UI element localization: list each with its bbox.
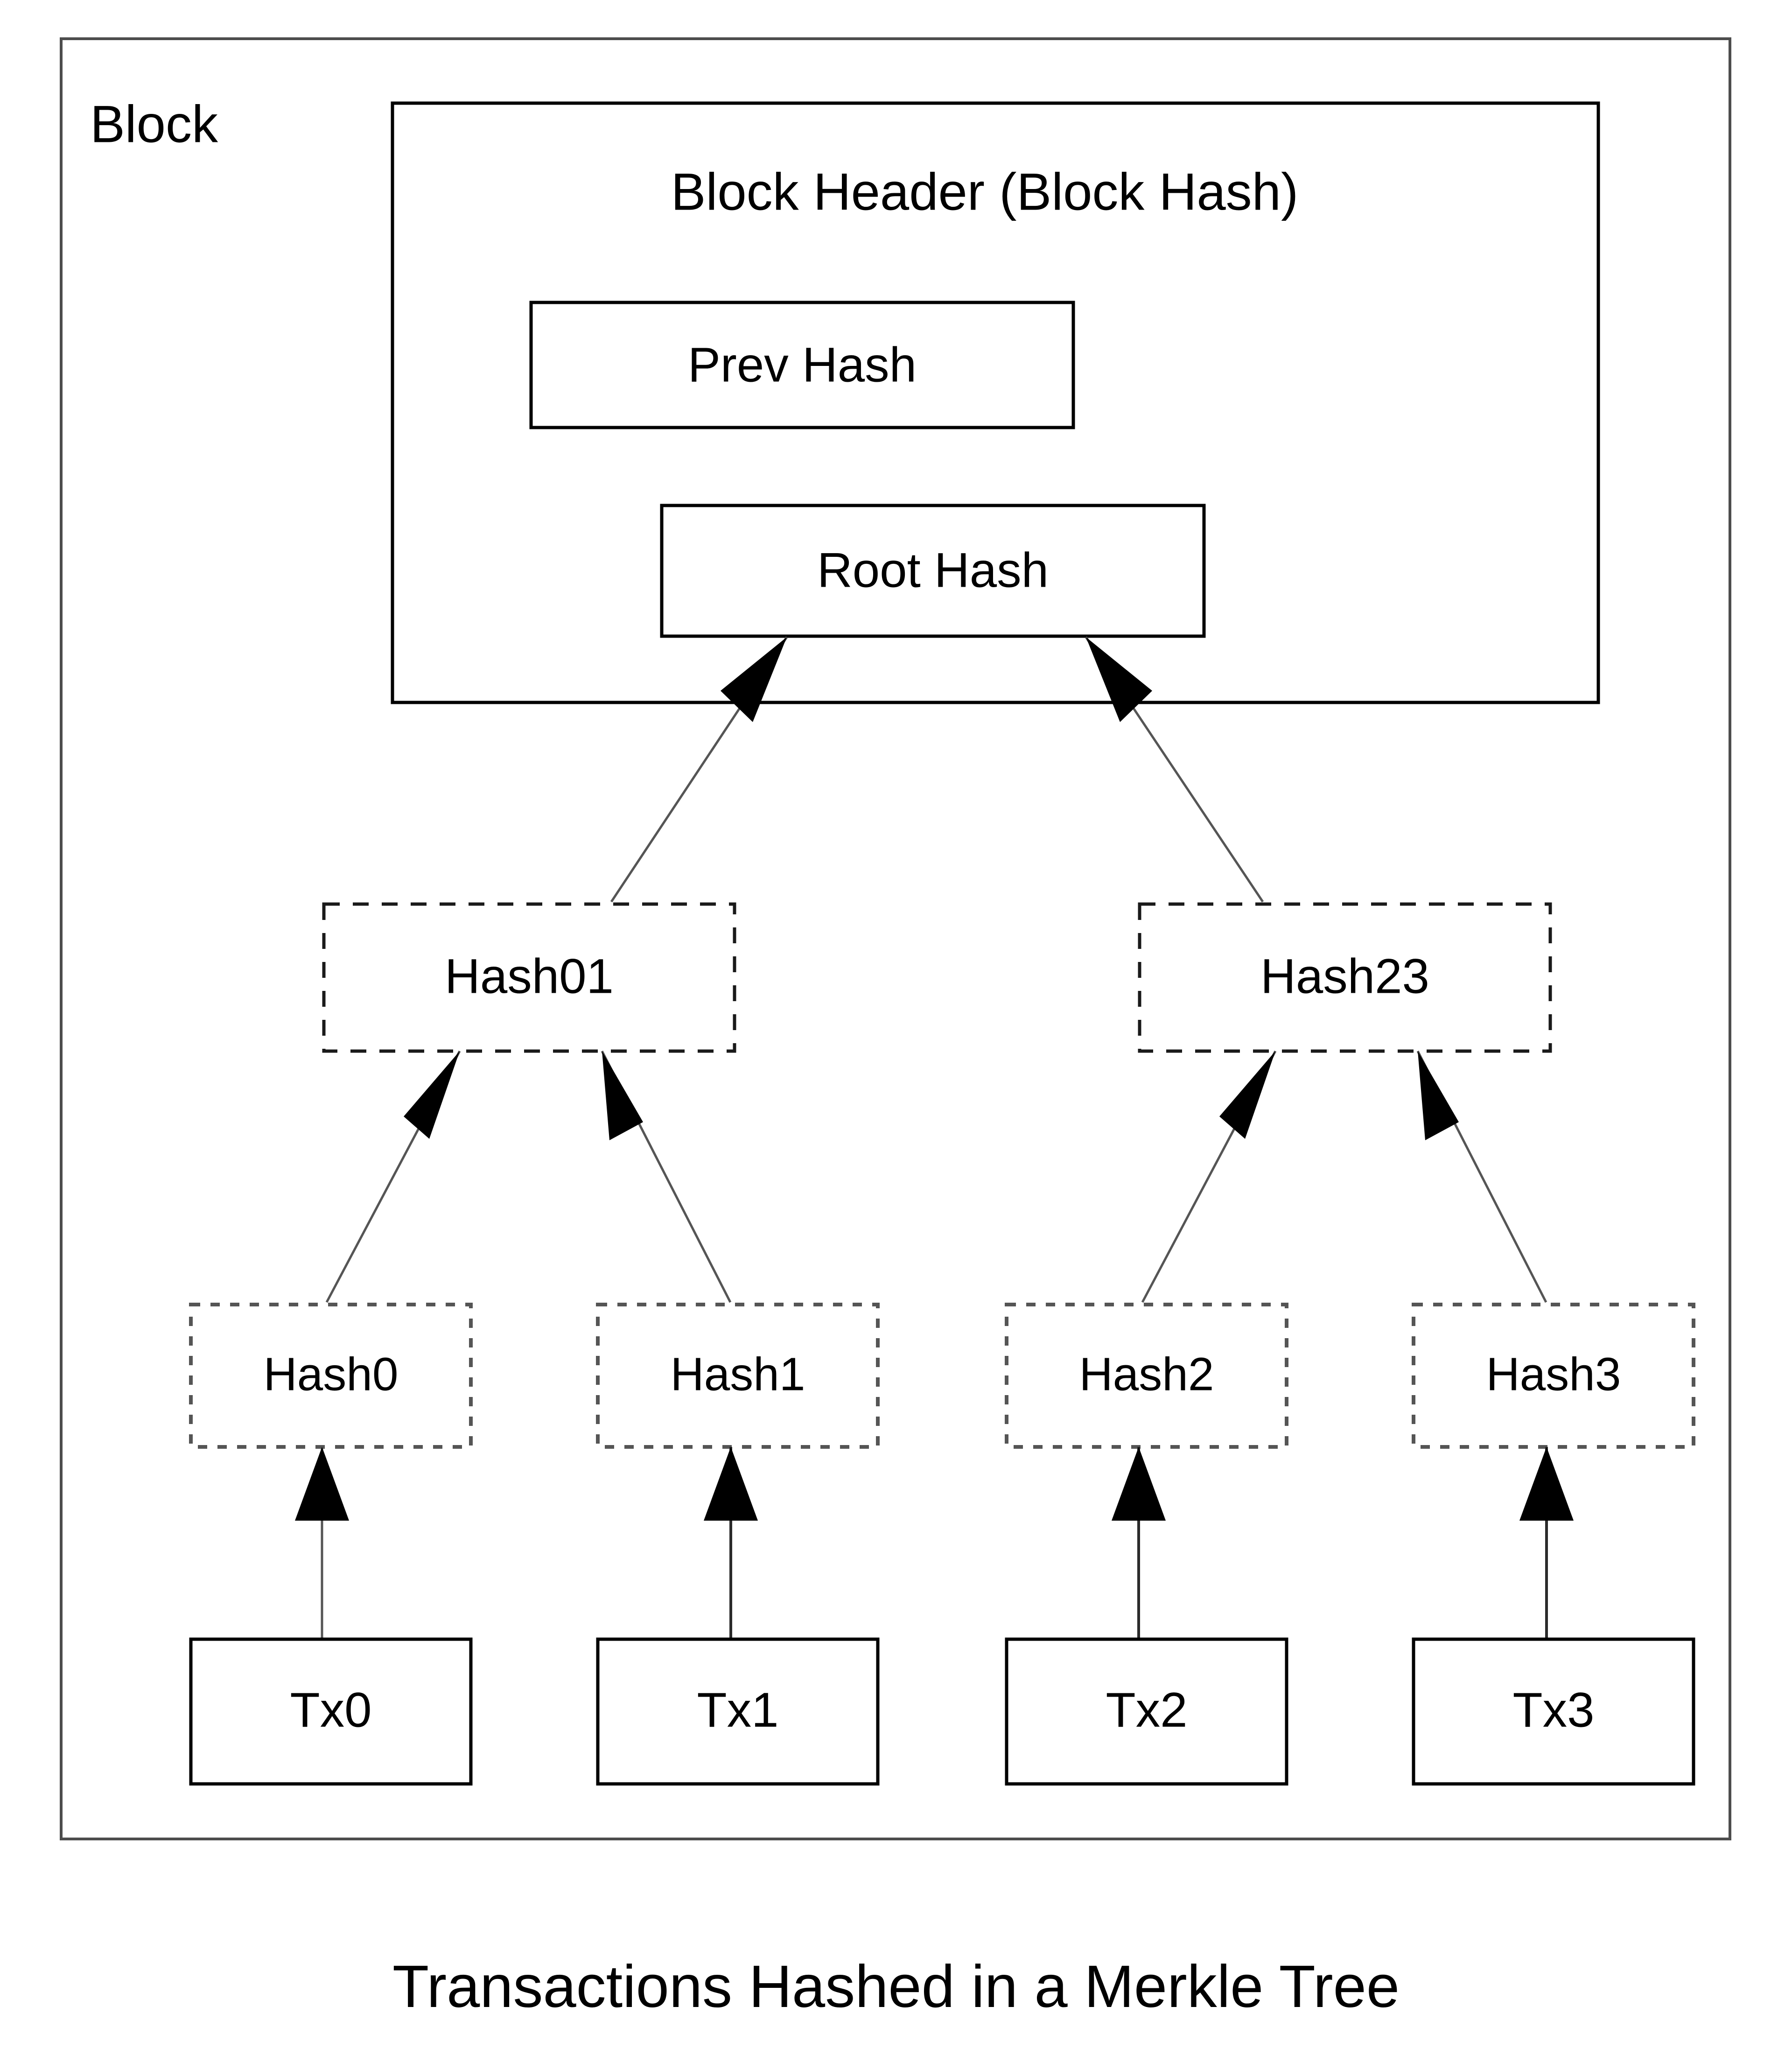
tx1-label: Tx1: [697, 1683, 778, 1738]
hash0-label: Hash0: [263, 1348, 398, 1400]
block-header-title: Block Header (Block Hash): [671, 163, 1299, 221]
tx1-box: [596, 1637, 880, 1786]
edge-hash3-to-hash23: [1416, 1050, 1547, 1303]
hash23-label: Hash23: [1260, 949, 1429, 1004]
edge-tx3-to-hash3: [1519, 1447, 1574, 1639]
tx3-label: Tx3: [1512, 1683, 1594, 1738]
edge-hash23-to-root: [1085, 636, 1264, 903]
edge-tx0-to-hash0: [295, 1447, 349, 1639]
prev-hash-box: [529, 301, 1075, 429]
edge-hash1-to-hash01: [601, 1050, 732, 1303]
hash01-box: [322, 902, 736, 1053]
hash2-label: Hash2: [1079, 1348, 1214, 1400]
hash3-box: [1412, 1303, 1695, 1449]
tx2-box: [1005, 1637, 1288, 1786]
block-label: Block: [90, 95, 218, 154]
tx0-label: Tx0: [290, 1683, 371, 1738]
hash01-label: Hash01: [445, 949, 614, 1004]
root-hash-box: [660, 504, 1206, 638]
hash2-box: [1005, 1303, 1288, 1449]
edge-hash0-to-hash01: [325, 1050, 461, 1303]
root-hash-label: Root Hash: [817, 543, 1049, 598]
hash23-box: [1138, 902, 1552, 1053]
edge-tx1-to-hash1: [704, 1447, 758, 1639]
tx2-label: Tx2: [1106, 1683, 1187, 1738]
diagram-caption: Transactions Hashed in a Merkle Tree: [392, 1953, 1400, 2020]
tx3-box: [1412, 1637, 1695, 1786]
prev-hash-label: Prev Hash: [688, 338, 917, 393]
hash1-label: Hash1: [670, 1348, 805, 1400]
edge-tx2-to-hash2: [1112, 1447, 1166, 1639]
hash0-box: [189, 1303, 473, 1449]
edge-hash01-to-root: [610, 636, 788, 903]
hash3-label: Hash3: [1486, 1348, 1621, 1400]
hash1-box: [596, 1303, 880, 1449]
edge-hash2-to-hash23: [1141, 1050, 1277, 1303]
tx0-box: [189, 1637, 473, 1786]
